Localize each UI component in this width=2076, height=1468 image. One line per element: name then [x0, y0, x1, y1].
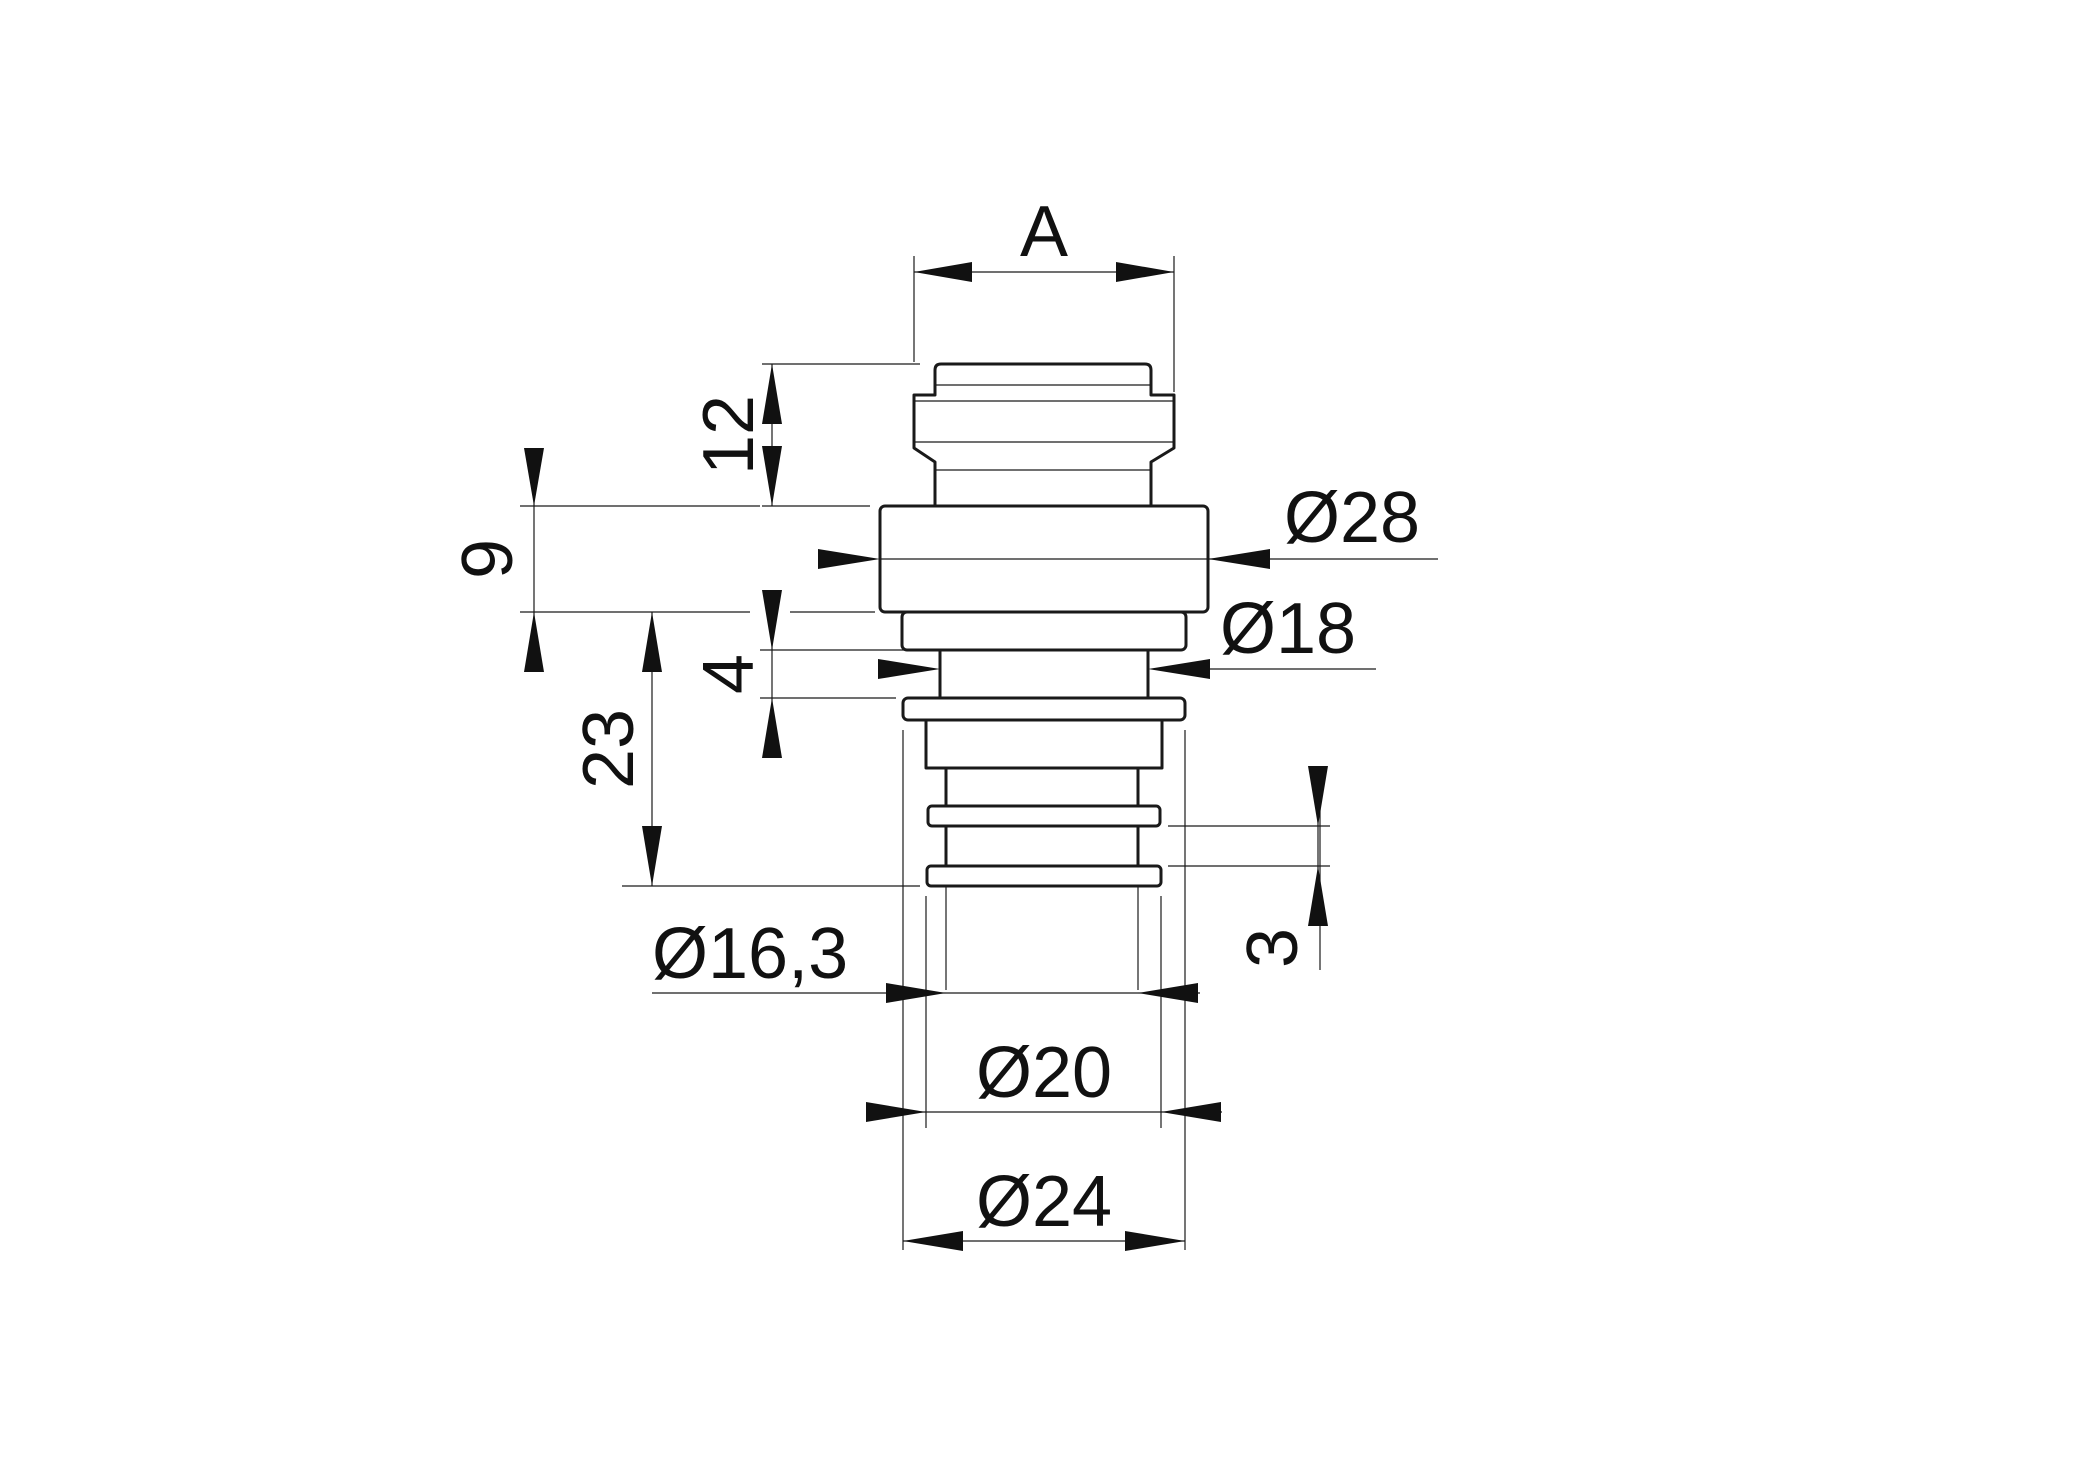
label-9: 9: [448, 539, 528, 579]
arrow-28-right: [1208, 549, 1270, 569]
extension-lines: [520, 256, 1438, 1250]
label-23: 23: [569, 709, 649, 789]
arrow-12-bottom: [762, 446, 782, 506]
top-thread-section: [912, 362, 1176, 508]
label-4: 4: [689, 654, 769, 694]
arrow-4-bottom: [762, 698, 782, 758]
label-dia-24: Ø24: [976, 1162, 1112, 1242]
neck: [938, 648, 1150, 700]
label-dia-28: Ø28: [1284, 478, 1420, 558]
label-dia-18: Ø18: [1220, 589, 1356, 669]
arrow-24-left: [903, 1231, 963, 1251]
arrow-20-right: [1161, 1102, 1221, 1122]
fitting-outline: [878, 362, 1210, 888]
barb-section-2: [944, 766, 1140, 808]
arrow-16-left: [886, 983, 946, 1003]
barb-rib-3: [925, 864, 1163, 888]
dimension-lines: [524, 262, 1328, 1251]
barb-rib-1: [901, 696, 1187, 722]
arrow-9-bottom: [524, 612, 544, 672]
arrow-12-top: [762, 364, 782, 424]
arrow-18-right: [1148, 659, 1210, 679]
label-12: 12: [689, 395, 769, 475]
label-a: A: [1020, 192, 1068, 272]
arrow-a-right: [1116, 262, 1174, 282]
arrow-18-left: [878, 659, 940, 679]
arrow-20-left: [866, 1102, 926, 1122]
arrow-28-left: [818, 549, 880, 569]
shoulder: [900, 610, 1188, 652]
arrow-24-right: [1125, 1231, 1185, 1251]
barb-section-1: [924, 718, 1164, 770]
arrow-23-bottom: [642, 826, 662, 886]
barb-rib-2: [926, 804, 1162, 828]
label-3: 3: [1233, 928, 1313, 968]
arrow-23-top: [642, 612, 662, 672]
arrow-3-top: [1308, 766, 1328, 826]
arrow-16-right: [1138, 983, 1198, 1003]
arrow-3-bottom: [1308, 866, 1328, 926]
arrow-9-top: [524, 448, 544, 506]
label-dia-20: Ø20: [976, 1033, 1112, 1113]
dimension-labels: A 12 9 4 23 3 Ø28 Ø18 Ø16,3 Ø20 Ø24: [448, 192, 1420, 1242]
arrow-4-top: [762, 590, 782, 650]
arrow-a-left: [914, 262, 972, 282]
barb-section-3: [944, 824, 1140, 868]
label-dia-16-3: Ø16,3: [652, 914, 848, 994]
